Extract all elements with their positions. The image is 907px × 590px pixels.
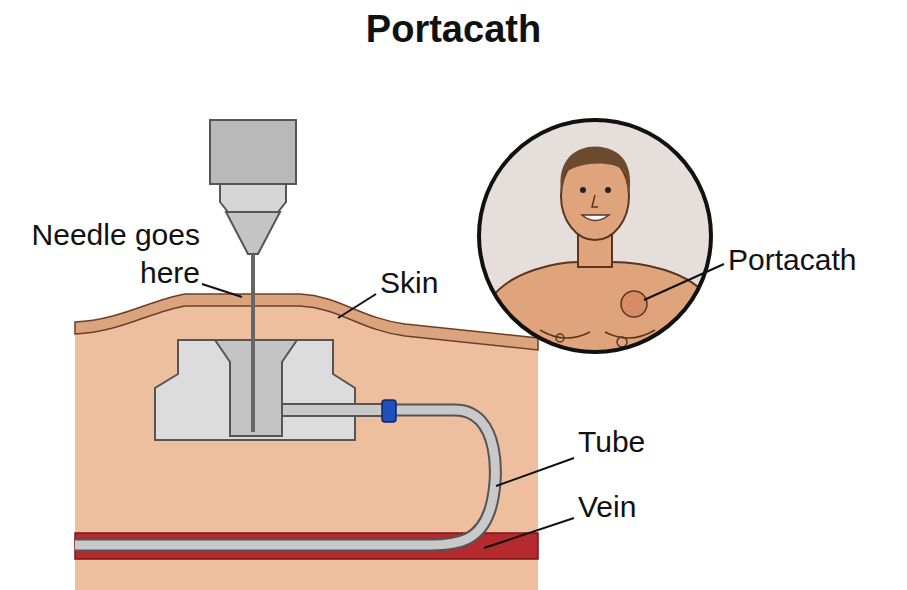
syringe-barrel (210, 120, 296, 184)
part-label: Skin (380, 266, 480, 300)
inset-frame (479, 120, 711, 352)
port-outlet (282, 404, 385, 416)
leader-line (202, 284, 242, 297)
tissue (75, 294, 538, 590)
needle (251, 254, 255, 432)
leader-line (496, 458, 574, 486)
patient-figure (480, 146, 720, 360)
leader-line (484, 518, 574, 548)
diagram-title: Portacath (0, 8, 907, 51)
part-label: Tube (578, 425, 688, 459)
port-chamber (215, 340, 297, 436)
leader-line (644, 264, 724, 300)
leader-line (338, 294, 376, 318)
needle-hub (220, 184, 286, 212)
part-label: Needle goes here (8, 216, 200, 292)
part-label: Portacath (728, 243, 898, 277)
tube-connector (382, 400, 396, 422)
implanted-port (621, 291, 647, 317)
needle-cone (226, 212, 280, 254)
part-label: Vein (578, 490, 688, 524)
